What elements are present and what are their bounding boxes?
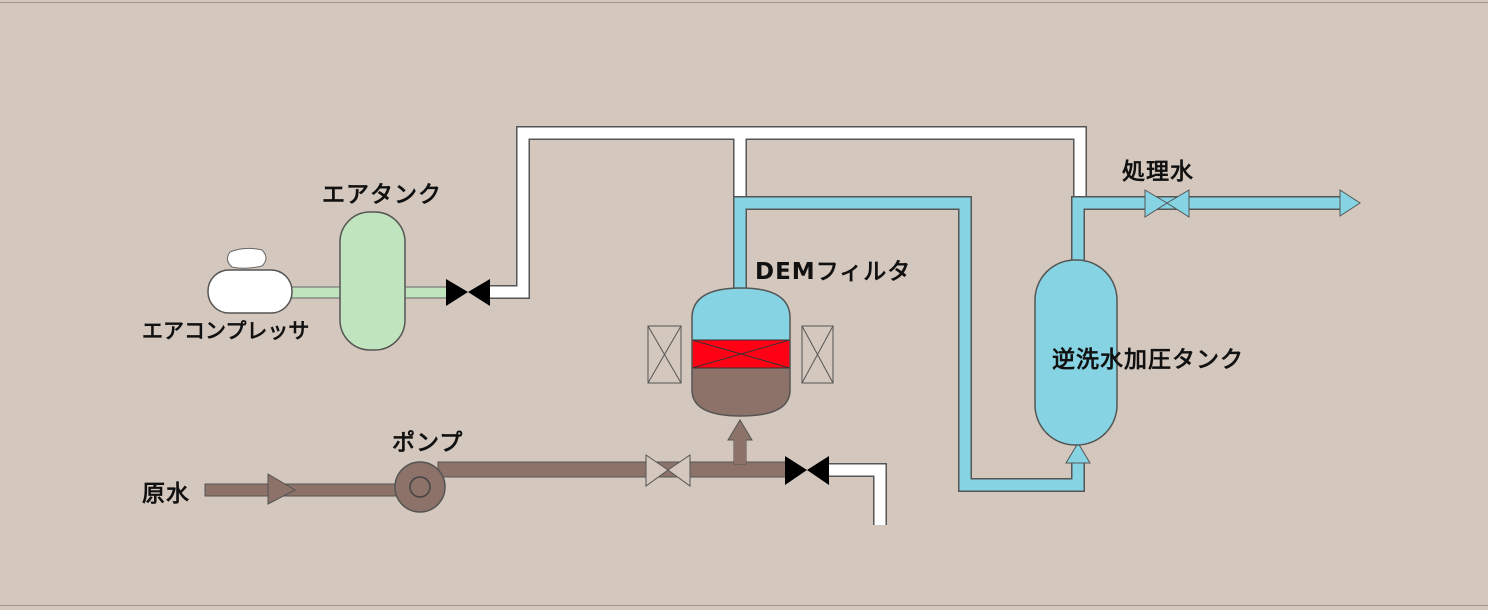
air-compressor	[207, 247, 293, 314]
backwash-tank-label: 逆洗水加圧タンク	[1052, 347, 1244, 373]
treated-water-valve[interactable]	[1144, 189, 1190, 218]
dem-filter	[647, 287, 834, 417]
treated-water-label: 処理水	[1122, 159, 1194, 185]
pump-label: ポンプ	[392, 430, 464, 456]
backwash-pressure-tank	[1034, 259, 1118, 446]
drain-pipe	[828, 463, 887, 525]
air-tank	[339, 211, 406, 351]
dem-filter-label: DEMフィルタ	[755, 259, 912, 285]
pump	[394, 461, 446, 513]
outlet-arrow-icon	[1339, 189, 1361, 217]
water-pipe	[733, 196, 1345, 492]
filter-side-box-right	[801, 325, 834, 384]
air-pipe	[488, 126, 1087, 299]
drain-valve[interactable]	[785, 456, 829, 485]
tank-inlet-arrow-icon	[1065, 442, 1091, 464]
air-tank-label: エアタンク	[322, 182, 442, 208]
filter-side-box-left	[647, 325, 682, 384]
air-compressor-label: エアコンプレッサ	[142, 319, 310, 343]
raw-water-label: 原水	[142, 481, 190, 507]
raw-water-pipe	[204, 419, 789, 505]
inlet-valve[interactable]	[645, 454, 691, 487]
air-valve[interactable]	[446, 279, 490, 306]
